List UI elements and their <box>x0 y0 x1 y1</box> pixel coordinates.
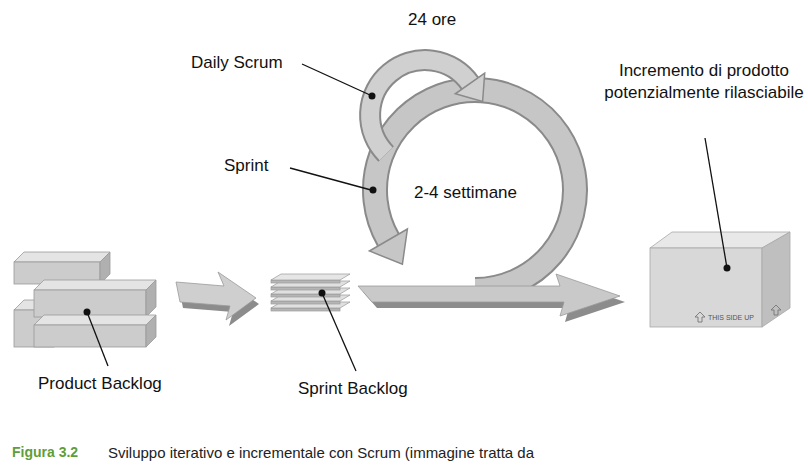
callout-label: Sprint <box>224 155 268 177</box>
sheet-edge <box>271 287 340 290</box>
loop-edge <box>370 60 470 154</box>
block-side <box>146 315 156 347</box>
block-front <box>34 290 146 317</box>
block-side <box>100 252 110 284</box>
loop-arrowhead <box>455 73 484 101</box>
sheet <box>271 274 350 280</box>
sprint-backlog-stack <box>271 274 350 311</box>
daily-loop <box>370 60 485 154</box>
box-front <box>650 248 762 327</box>
leader-dot <box>724 265 731 272</box>
leader-line <box>290 168 371 190</box>
band-face <box>358 274 620 316</box>
callout-label: Sprint Backlog <box>298 378 408 400</box>
sheet <box>271 281 350 287</box>
up-arrow-icon <box>771 305 781 315</box>
block-top <box>34 315 156 325</box>
loop-band <box>370 60 470 154</box>
loop-band <box>375 90 575 290</box>
leader-dot <box>369 93 376 100</box>
duration-label: 24 ore <box>408 9 456 31</box>
duration-label: 2-4 settimane <box>414 182 517 204</box>
callout-label: Product Backlog <box>38 373 162 395</box>
sheet <box>271 288 350 294</box>
leader-dot <box>370 187 377 194</box>
block-top <box>14 252 110 262</box>
leader-dot <box>319 290 326 297</box>
box-marking: THIS SIDE UP <box>708 314 754 321</box>
leader-line <box>705 138 727 268</box>
figure-caption: Sviluppo iterativo e incrementale con Sc… <box>108 443 534 463</box>
product-backlog-stack <box>14 252 156 347</box>
increment-box <box>650 232 790 327</box>
sprint-loop <box>369 90 575 290</box>
flow-band <box>358 274 625 322</box>
leader-line <box>322 293 356 371</box>
callout-label: Incremento di prodotto potenzialmente ri… <box>604 60 804 104</box>
block-top <box>34 280 156 290</box>
sheet-edge <box>271 294 340 297</box>
block-side <box>146 280 156 317</box>
box-side <box>762 232 790 327</box>
leader-line <box>87 312 108 366</box>
leader-line <box>302 64 370 95</box>
leader-dots <box>84 93 731 316</box>
callout-label: Daily Scrum <box>191 52 283 74</box>
sheet <box>271 302 350 308</box>
leader-dot <box>84 309 91 316</box>
loop-arrowhead <box>369 229 407 264</box>
sheet-edge <box>271 301 340 304</box>
loop-edge <box>375 90 575 290</box>
leader-lines <box>87 64 727 371</box>
block-front <box>34 325 146 347</box>
sheet <box>271 295 350 301</box>
figure-number: Figura 3.2 <box>12 443 78 461</box>
up-arrow-icon <box>695 312 705 322</box>
flow-arrow <box>176 272 259 326</box>
arrow-face <box>176 272 256 320</box>
sheet-edge <box>271 280 340 283</box>
